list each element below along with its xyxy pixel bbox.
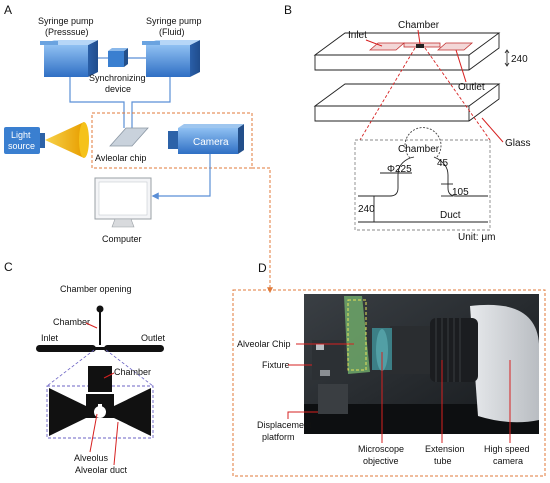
microchannel-features	[368, 42, 474, 51]
opening-label: 45	[437, 158, 449, 169]
chamber-label-c: Chamber	[53, 317, 90, 327]
chamber-opening-label: Chamber opening	[60, 284, 132, 294]
pressure-tubing	[69, 77, 125, 128]
glass-label: Glass	[505, 138, 531, 149]
duct-label: Duct	[440, 210, 461, 221]
imaging-area-box	[91, 112, 253, 169]
chamber-label-b: Chamber	[398, 20, 440, 31]
chamber-c-callout	[85, 322, 98, 329]
camera-photo-sublabel: camera	[493, 456, 523, 466]
inlet-label-c: Inlet	[41, 333, 59, 343]
alveolar-chip-photo-label: Alveolar Chip	[237, 339, 291, 349]
setup-photo-frame	[232, 289, 546, 477]
pressure-pump-sublabel: (Presssue)	[45, 27, 89, 37]
camera-photo-label: High speed	[484, 444, 530, 454]
inlet-label: Inlet	[348, 30, 367, 41]
alveolar-chip-icon	[109, 127, 149, 147]
alveolus-callout	[89, 413, 98, 453]
glass-callout	[481, 117, 504, 143]
fluid-pump-label: Syringe pump	[146, 16, 202, 26]
camera-computer-link	[151, 154, 211, 200]
computer-label: Computer	[102, 234, 142, 244]
extension-tube-sublabel: tube	[434, 456, 452, 466]
alveolar-duct-label: Alveolar duct	[75, 465, 128, 475]
computer-icon	[94, 177, 152, 228]
panel-d-letter: D	[258, 261, 267, 275]
zoom-line-left	[359, 47, 416, 141]
glass-layer	[313, 83, 501, 122]
fixture-label: Fixture	[262, 360, 290, 370]
sync-sublabel: device	[105, 84, 131, 94]
alveolus-label: Alveolus	[74, 453, 109, 463]
chamber-detail-drawing	[358, 127, 488, 223]
fluid-tubing	[131, 77, 171, 128]
detail-chamber-label: Chamber	[398, 144, 440, 155]
diameter-label: Φ225	[387, 164, 412, 175]
thickness-value: 240	[511, 54, 528, 65]
fluid-syringe-pump	[142, 40, 200, 77]
displacement-label: Displacement	[257, 420, 312, 430]
camera-icon	[168, 124, 244, 154]
chip-label: Avleolar chip	[95, 153, 146, 163]
panel-b-letter: B	[284, 3, 292, 17]
depth-label: 105	[452, 187, 469, 198]
chamber-label-c2: Chamber	[114, 367, 151, 377]
objective-sublabel: objective	[363, 456, 399, 466]
light-source-label: Light	[11, 130, 31, 140]
zoom-line-c-left	[46, 349, 95, 387]
fluid-pump-sublabel: (Fluid)	[159, 27, 185, 37]
unit-label: Unit: μm	[458, 232, 495, 243]
pressure-syringe-pump	[40, 40, 98, 77]
outlet-label-c: Outlet	[141, 333, 166, 343]
duct-width-label: 240	[358, 204, 375, 215]
chip-top-layer	[313, 32, 501, 71]
light-source	[4, 122, 89, 158]
displacement-callout	[287, 411, 318, 419]
outlet-callout	[455, 49, 467, 83]
camera-label: Camera	[193, 137, 229, 148]
pressure-pump-label: Syringe pump	[38, 16, 94, 26]
panel-a-letter: A	[4, 3, 12, 17]
chamber-c2-callout	[103, 372, 115, 379]
outlet-label: Outlet	[458, 82, 485, 93]
inlet-callout	[365, 39, 383, 47]
light-source-sublabel: source	[8, 141, 35, 151]
sync-label: Synchronizing	[89, 73, 146, 83]
zoom-connector-a-to-d	[252, 167, 273, 294]
chamber-callout	[417, 29, 421, 45]
extension-tube-label: Extension	[425, 444, 465, 454]
thickness-dimension	[504, 49, 510, 67]
synchronizing-device	[108, 48, 128, 67]
chip-channel-layout	[36, 305, 164, 352]
setup-photograph	[304, 294, 539, 434]
panel-c-letter: C	[4, 260, 13, 274]
chamber-detail-box	[354, 139, 491, 231]
zoom-line-right	[424, 47, 491, 141]
objective-label: Microscope	[358, 444, 404, 454]
alveolar-duct-callout	[113, 421, 119, 466]
displacement-sublabel: platform	[262, 432, 295, 442]
